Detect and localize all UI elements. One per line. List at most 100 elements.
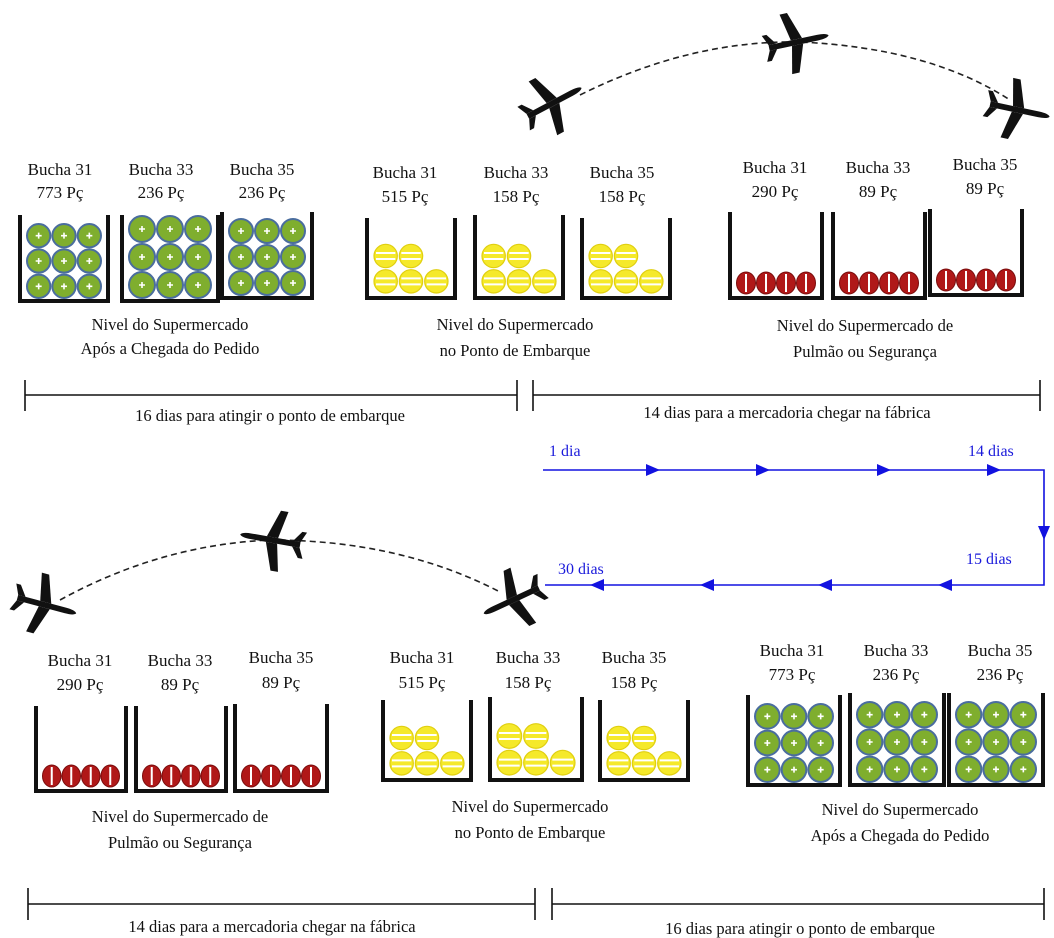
ball-mark: [894, 711, 900, 718]
flight-path-top: [579, 41, 1011, 101]
ball-mark: [921, 739, 928, 745]
bin-outline: [947, 693, 1045, 787]
ball-mark: [993, 766, 999, 773]
bin-outline: [598, 700, 690, 782]
supermarket-bin: [488, 697, 584, 782]
bin-contents: [228, 218, 306, 296]
timeline-label: 1 dia: [549, 443, 581, 460]
bin-name: Bucha 31: [743, 158, 808, 177]
ball-mark: [238, 254, 244, 260]
duration-label: 14 dias para a mercadoria chegar na fábr…: [643, 403, 931, 422]
ball-mark: [866, 766, 873, 773]
bin-outline: [381, 700, 473, 782]
timeline-label: 15 dias: [966, 551, 1012, 568]
level-caption: Após a Chegada do Pedido: [81, 339, 260, 358]
ball-mark: [167, 226, 173, 232]
ball-mark: [866, 711, 873, 718]
level-caption: Nivel do Supermercado de: [92, 807, 268, 826]
duration-bracket: [551, 888, 1045, 920]
part-ball: [481, 269, 506, 294]
level-caption: Nivel do Supermercado: [437, 315, 594, 334]
bin-contents: [754, 703, 835, 784]
airplane-icon: [509, 60, 596, 146]
supermarket-bin: [928, 209, 1024, 297]
supermarket-bin: [580, 218, 672, 300]
part-ball: [496, 749, 523, 776]
bin-quantity: 773 Pç: [37, 183, 84, 202]
supermarket-bin: [18, 215, 110, 303]
bin-outline: [728, 212, 824, 300]
bin-outline: [928, 209, 1024, 297]
arrow-head-icon: [700, 579, 714, 591]
bin-outline: [34, 706, 128, 793]
supermarket-bin: [120, 215, 220, 303]
ball-mark: [817, 740, 824, 746]
bin-name: Bucha 35: [249, 648, 314, 667]
ball-mark: [139, 226, 145, 232]
ball-mark: [264, 280, 270, 286]
part-ball: [588, 243, 613, 269]
supermarket-bin: [381, 700, 473, 782]
level-caption: Nivel do Supermercado: [822, 800, 979, 819]
bin-outline: [120, 215, 220, 303]
bin-quantity: 158 Pç: [505, 673, 552, 692]
bin-group-low: Bucha 31 290 Pç Bucha 33 89 Pç Bucha 35 …: [34, 648, 329, 852]
bin-group-half: Bucha 31 515 Pç Bucha 33 158 Pç Bucha 35…: [381, 648, 690, 842]
bin-group-low: Bucha 31 290 Pç Bucha 33 89 Pç Bucha 35 …: [728, 155, 1024, 361]
bin-quantity: 515 Pç: [399, 673, 446, 692]
bin-quantity: 290 Pç: [57, 675, 104, 694]
bin-quantity: 236 Pç: [239, 183, 286, 202]
bin-name: Bucha 31: [28, 160, 93, 179]
ball-mark: [894, 766, 900, 773]
bin-contents: [142, 764, 220, 788]
bin-contents: [128, 215, 212, 299]
part-ball: [606, 751, 631, 776]
part-ball: [532, 269, 557, 294]
arrow-head-icon: [938, 579, 952, 591]
bin-contents: [839, 271, 919, 295]
arrow-head-icon: [818, 579, 832, 591]
part-ball: [631, 725, 657, 751]
ball-mark: [921, 711, 928, 718]
ball-mark: [993, 711, 999, 718]
bin-name: Bucha 35: [230, 160, 295, 179]
ball-mark: [817, 766, 824, 773]
timeline: 1 dia 14 dias 15 dias 30 dias: [543, 443, 1050, 591]
ball-mark: [264, 254, 270, 260]
bin-contents: [241, 764, 321, 788]
bin-name: Bucha 35: [953, 155, 1018, 174]
part-ball: [398, 243, 424, 269]
ball-mark: [238, 228, 244, 234]
airplane-icon: [234, 504, 311, 576]
bin-quantity: 89 Pç: [161, 675, 200, 694]
supermarket-bin: [365, 218, 457, 300]
ball-mark: [290, 254, 296, 260]
part-ball: [373, 269, 398, 294]
part-ball: [481, 243, 506, 269]
arrow-head-icon: [646, 464, 660, 476]
part-ball: [613, 243, 639, 269]
bin-name: Bucha 33: [129, 160, 194, 179]
bin-outline: [18, 215, 110, 303]
bin-group-full: Bucha 31 773 Pç Bucha 33 236 Pç Bucha 35…: [746, 641, 1045, 845]
airplane-icon: [470, 558, 556, 642]
timeline-line: [543, 469, 1045, 540]
ball-mark: [86, 258, 93, 264]
bin-quantity: 290 Pç: [752, 182, 799, 201]
level-caption: no Ponto de Embarque: [440, 341, 591, 360]
ball-mark: [35, 283, 42, 290]
ball-mark: [61, 283, 67, 290]
part-ball: [606, 725, 631, 751]
part-ball: [523, 723, 549, 749]
bin-contents: [955, 701, 1037, 783]
ball-mark: [139, 282, 145, 288]
bin-group-half: Bucha 31 515 Pç Bucha 33 158 Pç Bucha 35…: [365, 163, 672, 360]
part-ball: [398, 269, 424, 294]
airplane-icon: [758, 5, 835, 79]
bin-outline: [473, 215, 565, 300]
timeline-label: 14 dias: [968, 443, 1014, 460]
ball-mark: [61, 232, 67, 239]
ball-mark: [139, 254, 145, 260]
bin-quantity: 236 Pç: [977, 665, 1024, 684]
supermarket-bin: [728, 212, 824, 300]
